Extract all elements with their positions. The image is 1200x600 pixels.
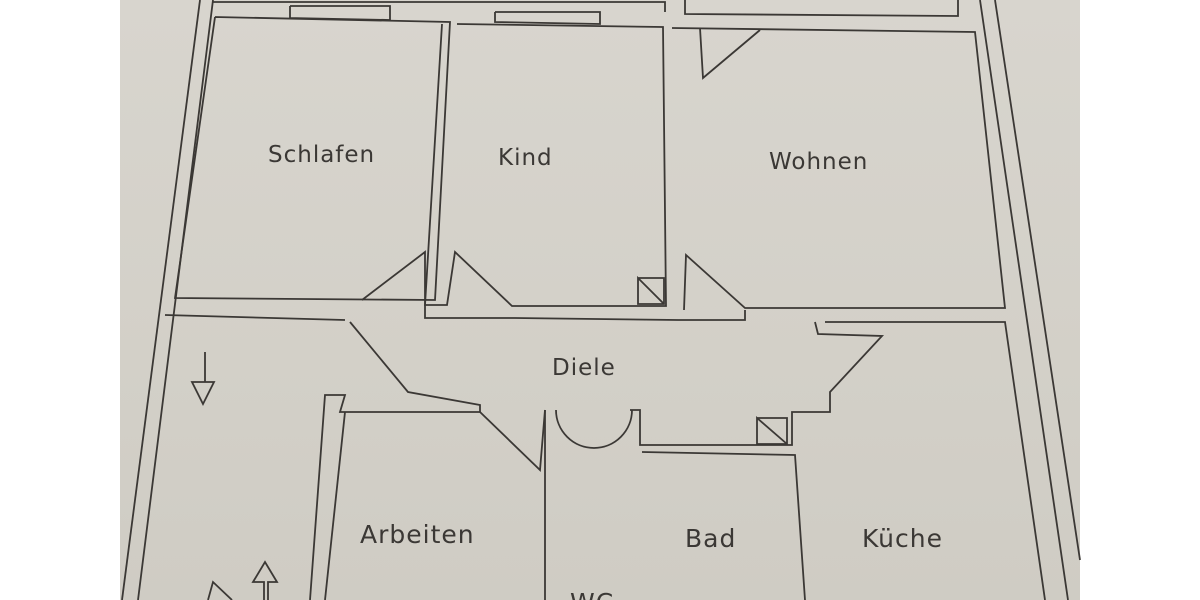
wc-door-arc	[555, 409, 633, 449]
stair-landing-triangle	[207, 580, 233, 600]
balcony-rail	[684, 0, 959, 17]
room-kueche-walls	[825, 321, 1046, 600]
room-bad-walls	[641, 451, 806, 600]
kind-shaft	[637, 275, 665, 305]
room-wohnen-walls	[671, 27, 1007, 311]
arbeiten-door	[479, 409, 546, 472]
label-diele: Diele	[552, 355, 616, 381]
top-window-1	[289, 5, 391, 21]
label-arbeiten: Arbeiten	[360, 520, 475, 549]
outer-wall-right-outer	[994, 0, 1081, 561]
kueche-shaft	[756, 416, 788, 445]
top-wall	[213, 1, 666, 12]
outer-wall-left-inner	[137, 0, 214, 600]
label-schlafen: Schlafen	[268, 142, 376, 168]
room-kind-walls	[424, 23, 667, 307]
diele-right	[630, 321, 885, 446]
label-wc: WC	[570, 588, 614, 600]
label-bad: Bad	[685, 524, 737, 553]
label-kueche: Küche	[862, 524, 943, 553]
paper-background	[120, 0, 1080, 600]
outer-wall-right	[979, 0, 1069, 600]
diele-left	[309, 321, 481, 600]
label-wohnen: Wohnen	[769, 149, 869, 175]
wohnen-door-swing	[699, 27, 761, 80]
staircase	[164, 314, 346, 321]
outer-wall-left	[121, 0, 201, 600]
label-kind: Kind	[498, 145, 553, 171]
stair-arrow-down-icon	[190, 352, 216, 407]
stair-arrow-up-icon	[251, 560, 279, 600]
room-schlafen-walls	[173, 16, 451, 301]
room-diele-walls	[361, 250, 746, 321]
room-arbeiten-walls	[324, 411, 346, 600]
top-window-2	[494, 11, 601, 25]
